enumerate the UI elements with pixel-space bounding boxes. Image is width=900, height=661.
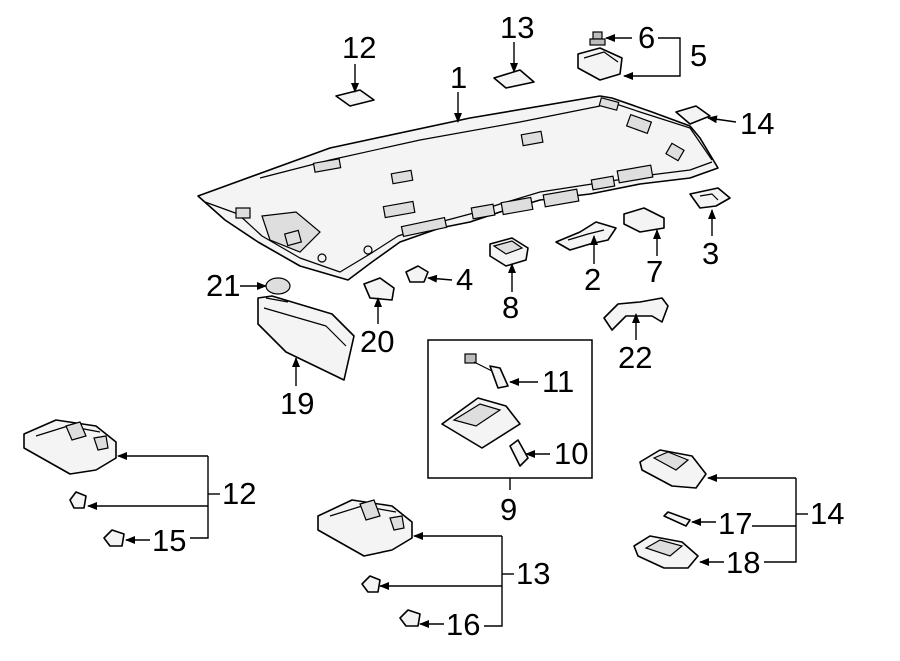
callout-4: 4 [456,262,473,297]
callout-11: 11 [542,364,574,399]
callout-20: 20 [360,324,394,359]
pad-13 [493,69,535,89]
bulb-12 [69,491,87,509]
callout-14-top: 14 [740,106,774,141]
callout-8: 8 [502,290,519,325]
bulb-10 [509,439,529,467]
callout-17: 17 [718,506,752,541]
bulb-17 [663,511,691,527]
callout-7: 7 [646,254,663,289]
sunvisor-19 [257,295,355,381]
callout-13-bottom: 13 [516,556,550,591]
callout-14-bottom: 14 [810,496,844,531]
callout-6: 6 [638,20,655,55]
support-7 [623,207,665,233]
callout-3: 3 [702,236,719,271]
lamp-housing-9 [441,397,521,449]
callout-9: 9 [500,492,517,527]
harness-11 [464,353,509,389]
callout-19: 19 [280,386,314,421]
callout-12-top: 12 [342,30,376,65]
dome-lamp-13 [317,499,413,557]
bracket-2 [555,221,617,251]
headliner-panel [197,95,719,281]
callout-1: 1 [450,60,467,95]
bulb-15 [103,529,125,547]
callout-22: 22 [618,340,652,375]
bracket-3 [689,187,731,209]
callout-18: 18 [726,545,760,580]
callout-16: 16 [446,607,480,642]
clip-6 [589,31,606,46]
clip-4 [405,265,429,283]
bulb-16 [399,609,421,627]
pad-12 [335,89,375,107]
dome-lamp-12 [23,419,117,475]
callout-2: 2 [584,262,601,297]
lamp-14 [639,449,707,489]
callout-21: 21 [206,268,240,303]
holder-21 [265,277,291,295]
cover-14 [675,105,711,125]
callout-12-bottom: 12 [222,476,256,511]
bracket-20 [363,277,395,301]
leader-lines [87,34,808,628]
callout-10: 10 [554,436,588,471]
callouts: 12 13 1 6 5 14 3 7 2 8 4 20 21 19 22 11 … [152,10,844,642]
callout-5: 5 [690,38,707,73]
switch-8 [489,237,529,267]
callout-13-top: 13 [500,10,534,45]
bulb-13 [361,575,381,593]
callout-15: 15 [152,523,186,558]
lens-18 [633,535,699,569]
